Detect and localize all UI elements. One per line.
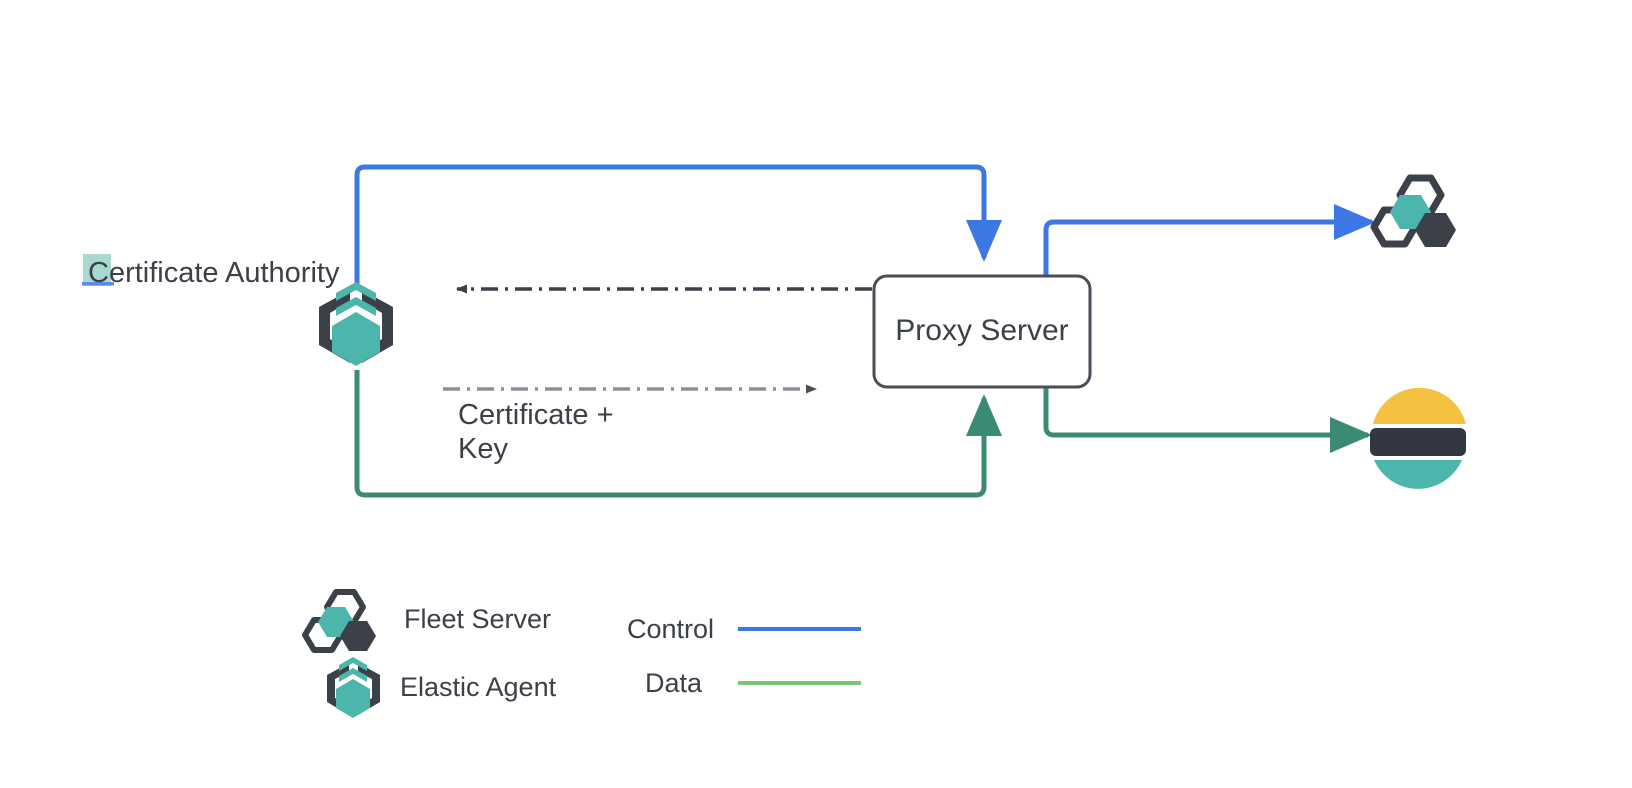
certificate-authority-label: Certificate Authority [88, 257, 340, 289]
text-selection-highlight [83, 254, 111, 286]
certificate-authority-node[interactable] [319, 282, 393, 366]
elasticsearch-bottom-arc [1374, 460, 1462, 489]
elasticsearch-top-arc [1373, 387, 1466, 424]
certificate-key-line2: Key [458, 433, 508, 465]
legend-agent-chevron-top [339, 657, 367, 671]
control-edge-ca-to-proxy [354, 164, 1002, 290]
fleet-server-node[interactable] [1370, 174, 1456, 248]
agent-bracket-left [319, 290, 350, 363]
agent-bracket-right [362, 290, 393, 363]
legend-agent-bracket-left [327, 663, 349, 715]
elasticsearch-node[interactable] [1370, 387, 1466, 489]
agent-chevron-bottom [336, 297, 376, 316]
agent-hexagon [332, 312, 380, 366]
legend-elastic-agent-label: Elastic Agent [400, 672, 557, 702]
legend-fleet-server-icon [302, 589, 376, 653]
control-edge-proxy-to-fleet [1043, 204, 1377, 278]
agent-chevron-top [336, 282, 376, 301]
certificate-authority-label-group: Certificate Authority [82, 254, 340, 289]
legend-elastic-agent-icon [327, 657, 380, 718]
data-edge-ca-to-proxy [354, 370, 1002, 498]
proxy-server-label: Proxy Server [895, 314, 1068, 347]
elasticsearch-middle-bar [1370, 428, 1466, 456]
text-cursor-underline [82, 282, 114, 286]
legend-fleet-hex-dark [340, 621, 376, 651]
legend-fleet-server-label: Fleet Server [404, 604, 551, 634]
certificate-key-line1: Certificate + [458, 399, 614, 431]
legend-agent-chevron-bottom [339, 668, 367, 682]
certificate-key-label: Certificate + Key [458, 399, 614, 465]
proxy-server-node[interactable]: Proxy Server [872, 274, 1092, 389]
data-edge-proxy-to-elasticsearch [1043, 383, 1373, 453]
legend-data-label: Data [645, 668, 703, 698]
legend-agent-bracket-right [358, 663, 380, 715]
legend-agent-hexagon [336, 679, 370, 718]
fleet-hex-dark [1415, 213, 1456, 247]
legend-control-label: Control [627, 614, 714, 644]
proxy-server-box[interactable] [872, 274, 1092, 389]
